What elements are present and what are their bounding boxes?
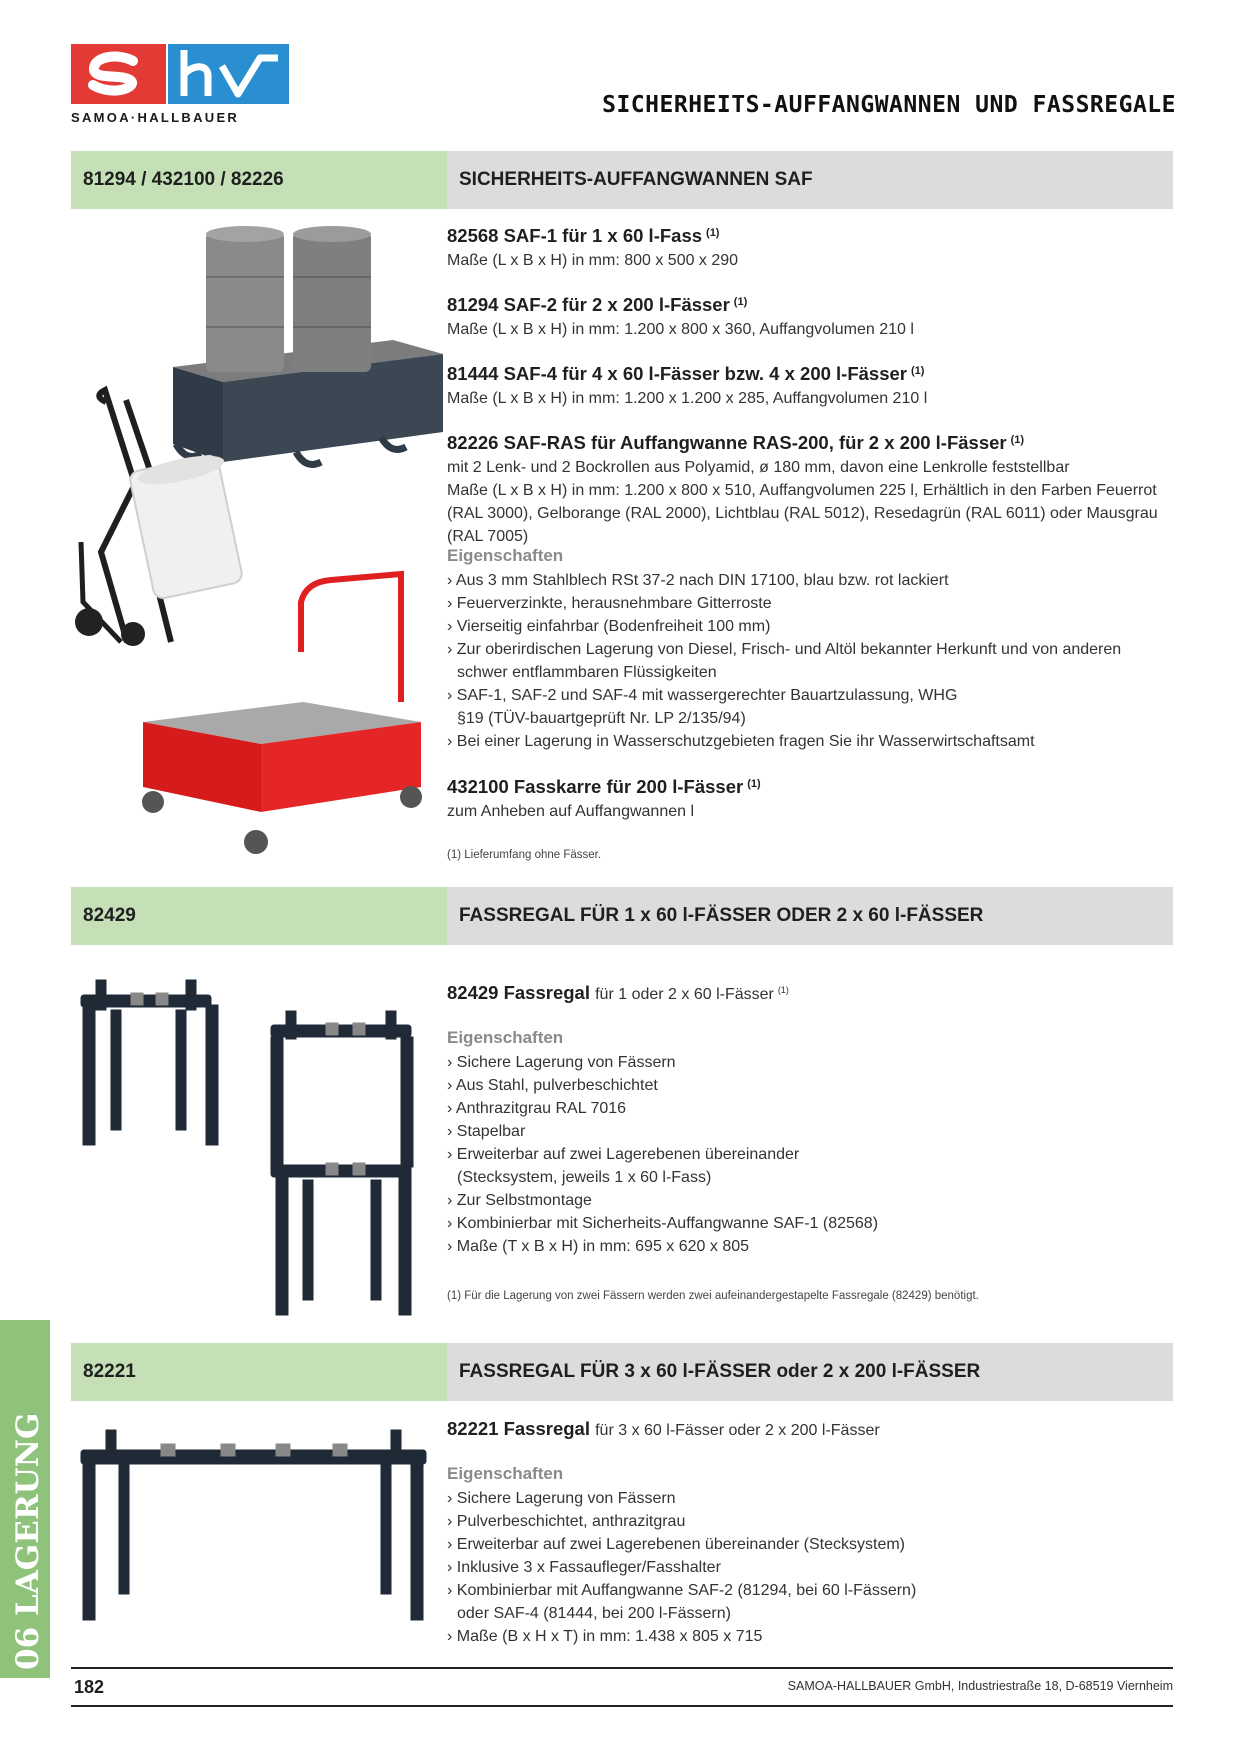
page-number: 182 [74,1677,105,1697]
feature-item: › Feuerverzinkte, herausnehmbare Gitterr… [447,595,772,612]
section1-footnote: (1) Lieferumfang ohne Fässer. [447,849,602,861]
feature-item: › Erweiterbar auf zwei Lagerebenen übere… [447,1146,800,1186]
product-saf-1-title: 82568 SAF-1 für 1 x 60 l-Fass(1) [447,225,720,246]
feature-item: › Zur oberirdischen Lagerung von Diesel,… [447,641,1122,681]
page-title: SICHERHEITS-AUFFANGWANNEN UND FASSREGALE [602,92,1176,118]
section1-product-images [75,226,443,854]
product-saf-4-title: 81444 SAF-4 für 4 x 60 l-Fässer bzw. 4 x… [447,363,925,384]
drum-rack-single-image [80,979,219,1146]
feature-item: › Kombinierbar mit Auffangwanne SAF-2 (8… [447,1582,917,1622]
chapter-label: 06 LAGERUNG [10,1412,46,1671]
feature-item: › Maße (T x B x H) in mm: 695 x 620 x 80… [447,1238,750,1255]
section1-article-numbers: 81294 / 432100 / 82226 [71,151,447,209]
feature-item: › SAF-1, SAF-2 und SAF-4 mit wassergerec… [447,687,958,727]
feature-item: › Bei einer Lagerung in Wasserschutzgebi… [447,733,1035,750]
section2-feature-list: › Sichere Lagerung von Fässern › Aus Sta… [447,1051,1167,1258]
logo-hv-mark [168,44,289,104]
section3-article-number: 82221 [71,1343,447,1401]
feature-item: › Pulverbeschichtet, anthrazitgrau [447,1513,686,1530]
saf-drip-tray-image [172,226,443,468]
section1-heading: SICHERHEITS-AUFFANGWANNEN SAF [447,151,1173,209]
feature-item: › Inklusive 3 x Fassaufleger/Fasshalter [447,1559,721,1576]
product-fasskarre-title: 432100 Fasskarre für 200 l-Fässer(1) [447,776,761,797]
feature-item: › Aus Stahl, pulverbeschichtet [447,1077,658,1094]
feature-item: › Erweiterbar auf zwei Lagerebenen übere… [447,1536,906,1553]
company-logo: SAMOA·HALLBAUER [71,44,289,130]
drum-trolley-image [75,385,243,646]
feature-item: › Vierseitig einfahrbar (Bodenfreiheit 1… [447,618,771,635]
product-saf-ras-desc-2: Maße (L x B x H) in mm: 1.200 x 800 x 51… [447,482,1158,545]
product-saf-2-desc: Maße (L x B x H) in mm: 1.200 x 800 x 36… [447,321,914,338]
section2-article-number: 82429 [71,887,447,945]
product-saf-1-desc: Maße (L x B x H) in mm: 800 x 500 x 290 [447,252,739,269]
chapter-side-tab: 06 LAGERUNG [0,1320,50,1678]
product-saf-ras-title: 82226 SAF-RAS für Auffangwanne RAS-200, … [447,432,1025,453]
footer-rule-top [71,1667,1173,1669]
saf-ras-mobile-tray-image [142,570,422,854]
section3-heading: FASSREGAL FÜR 3 x 60 l-FÄSSER oder 2 x 2… [447,1343,1173,1401]
product-82221-title: 82221 Fassregal für 3 x 60 l-Fässer oder… [447,1418,880,1439]
feature-item: › Maße (B x H x T) in mm: 1.438 x 805 x … [447,1628,763,1645]
section1-eigenschaften-title: Eigenschaften [447,546,564,565]
drum-rack-wide-image [80,1429,427,1621]
section1-feature-list: › Aus 3 mm Stahlblech RSt 37-2 nach DIN … [447,569,1167,753]
product-saf-2-title: 81294 SAF-2 für 2 x 200 l-Fässer(1) [447,294,748,315]
feature-item: › Kombinierbar mit Sicherheits-Auffangwa… [447,1215,879,1232]
section2-heading: FASSREGAL FÜR 1 x 60 l-FÄSSER ODER 2 x 6… [447,887,1173,945]
product-fasskarre-desc: zum Anheben auf Auffangwannen l [447,803,695,820]
section3-feature-list: › Sichere Lagerung von Fässern › Pulverb… [447,1487,1167,1648]
feature-item: › Zur Selbstmontage [447,1192,592,1209]
feature-item: › Aus 3 mm Stahlblech RSt 37-2 nach DIN … [447,572,949,589]
footer-address: SAMOA-HALLBAUER GmbH, Industriestraße 18… [787,1679,1173,1693]
feature-item: › Sichere Lagerung von Fässern [447,1054,676,1071]
section2-product-images [80,979,414,1316]
drum-rack-stacked-image [270,1010,414,1316]
product-saf-4-desc: Maße (L x B x H) in mm: 1.200 x 1.200 x … [447,390,928,407]
section2-footnote: (1) Für die Lagerung von zwei Fässern we… [447,1290,979,1302]
logo-company-name: SAMOA·HALLBAUER [71,110,240,125]
footer-rule-bottom [71,1705,1173,1707]
feature-item: › Anthrazitgrau RAL 7016 [447,1100,627,1117]
product-saf-ras-desc-1: mit 2 Lenk- und 2 Bockrollen aus Polyami… [447,459,1070,476]
logo-s-mark [71,44,166,104]
section3-eigenschaften-title: Eigenschaften [447,1464,564,1483]
section2-eigenschaften-title: Eigenschaften [447,1028,564,1047]
feature-item: › Sichere Lagerung von Fässern [447,1490,676,1507]
feature-item: › Stapelbar [447,1123,526,1140]
product-82429-title: 82429 Fassregal für 1 oder 2 x 60 l-Fäss… [447,982,789,1003]
